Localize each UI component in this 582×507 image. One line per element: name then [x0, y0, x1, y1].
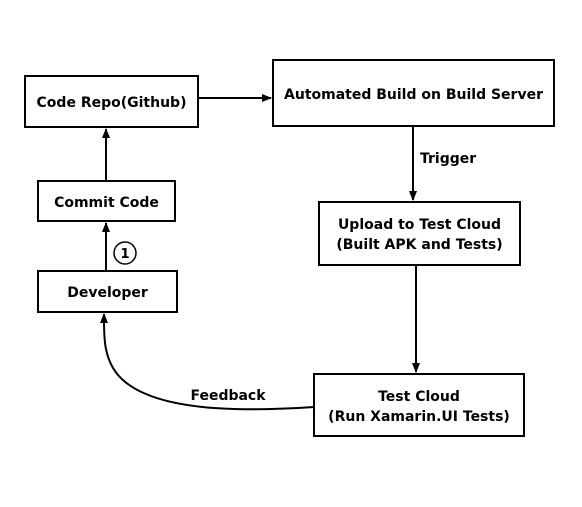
commit-code-node: Commit Code — [37, 180, 176, 222]
automated-build-box — [272, 59, 555, 127]
upload-test-cloud-label-line1: Upload to Test Cloud — [338, 217, 501, 233]
step-badge-circle — [113, 241, 137, 265]
trigger-label: Trigger — [420, 151, 476, 167]
developer-label: Developer — [67, 285, 148, 301]
commit-code-label: Commit Code — [54, 195, 159, 211]
test-cloud-node: Test Cloud (Run Xamarin.UI Tests) — [313, 373, 525, 437]
step-badge: 1 — [113, 241, 137, 265]
developer-box — [37, 270, 178, 313]
upload-test-cloud-node: Upload to Test Cloud (Built APK and Test… — [318, 201, 521, 266]
upload-test-cloud-label-line2: (Built APK and Tests) — [336, 237, 502, 253]
arrow-test-cloud-to-developer — [99, 313, 315, 411]
upload-test-cloud-box — [318, 201, 521, 266]
test-cloud-label-line1: Test Cloud — [378, 389, 460, 405]
automated-build-node: Automated Build on Build Server — [272, 59, 555, 127]
feedback-label: Feedback — [190, 388, 266, 404]
code-repo-label: Code Repo(Github) — [37, 95, 187, 111]
code-repo-node: Code Repo(Github) — [24, 75, 199, 128]
test-cloud-box — [313, 373, 525, 437]
automated-build-label: Automated Build on Build Server — [284, 87, 543, 103]
developer-node: Developer — [37, 270, 178, 313]
code-repo-box — [24, 75, 199, 128]
test-cloud-label-line2: (Run Xamarin.UI Tests) — [328, 409, 510, 425]
step-badge-number: 1 — [120, 247, 129, 262]
